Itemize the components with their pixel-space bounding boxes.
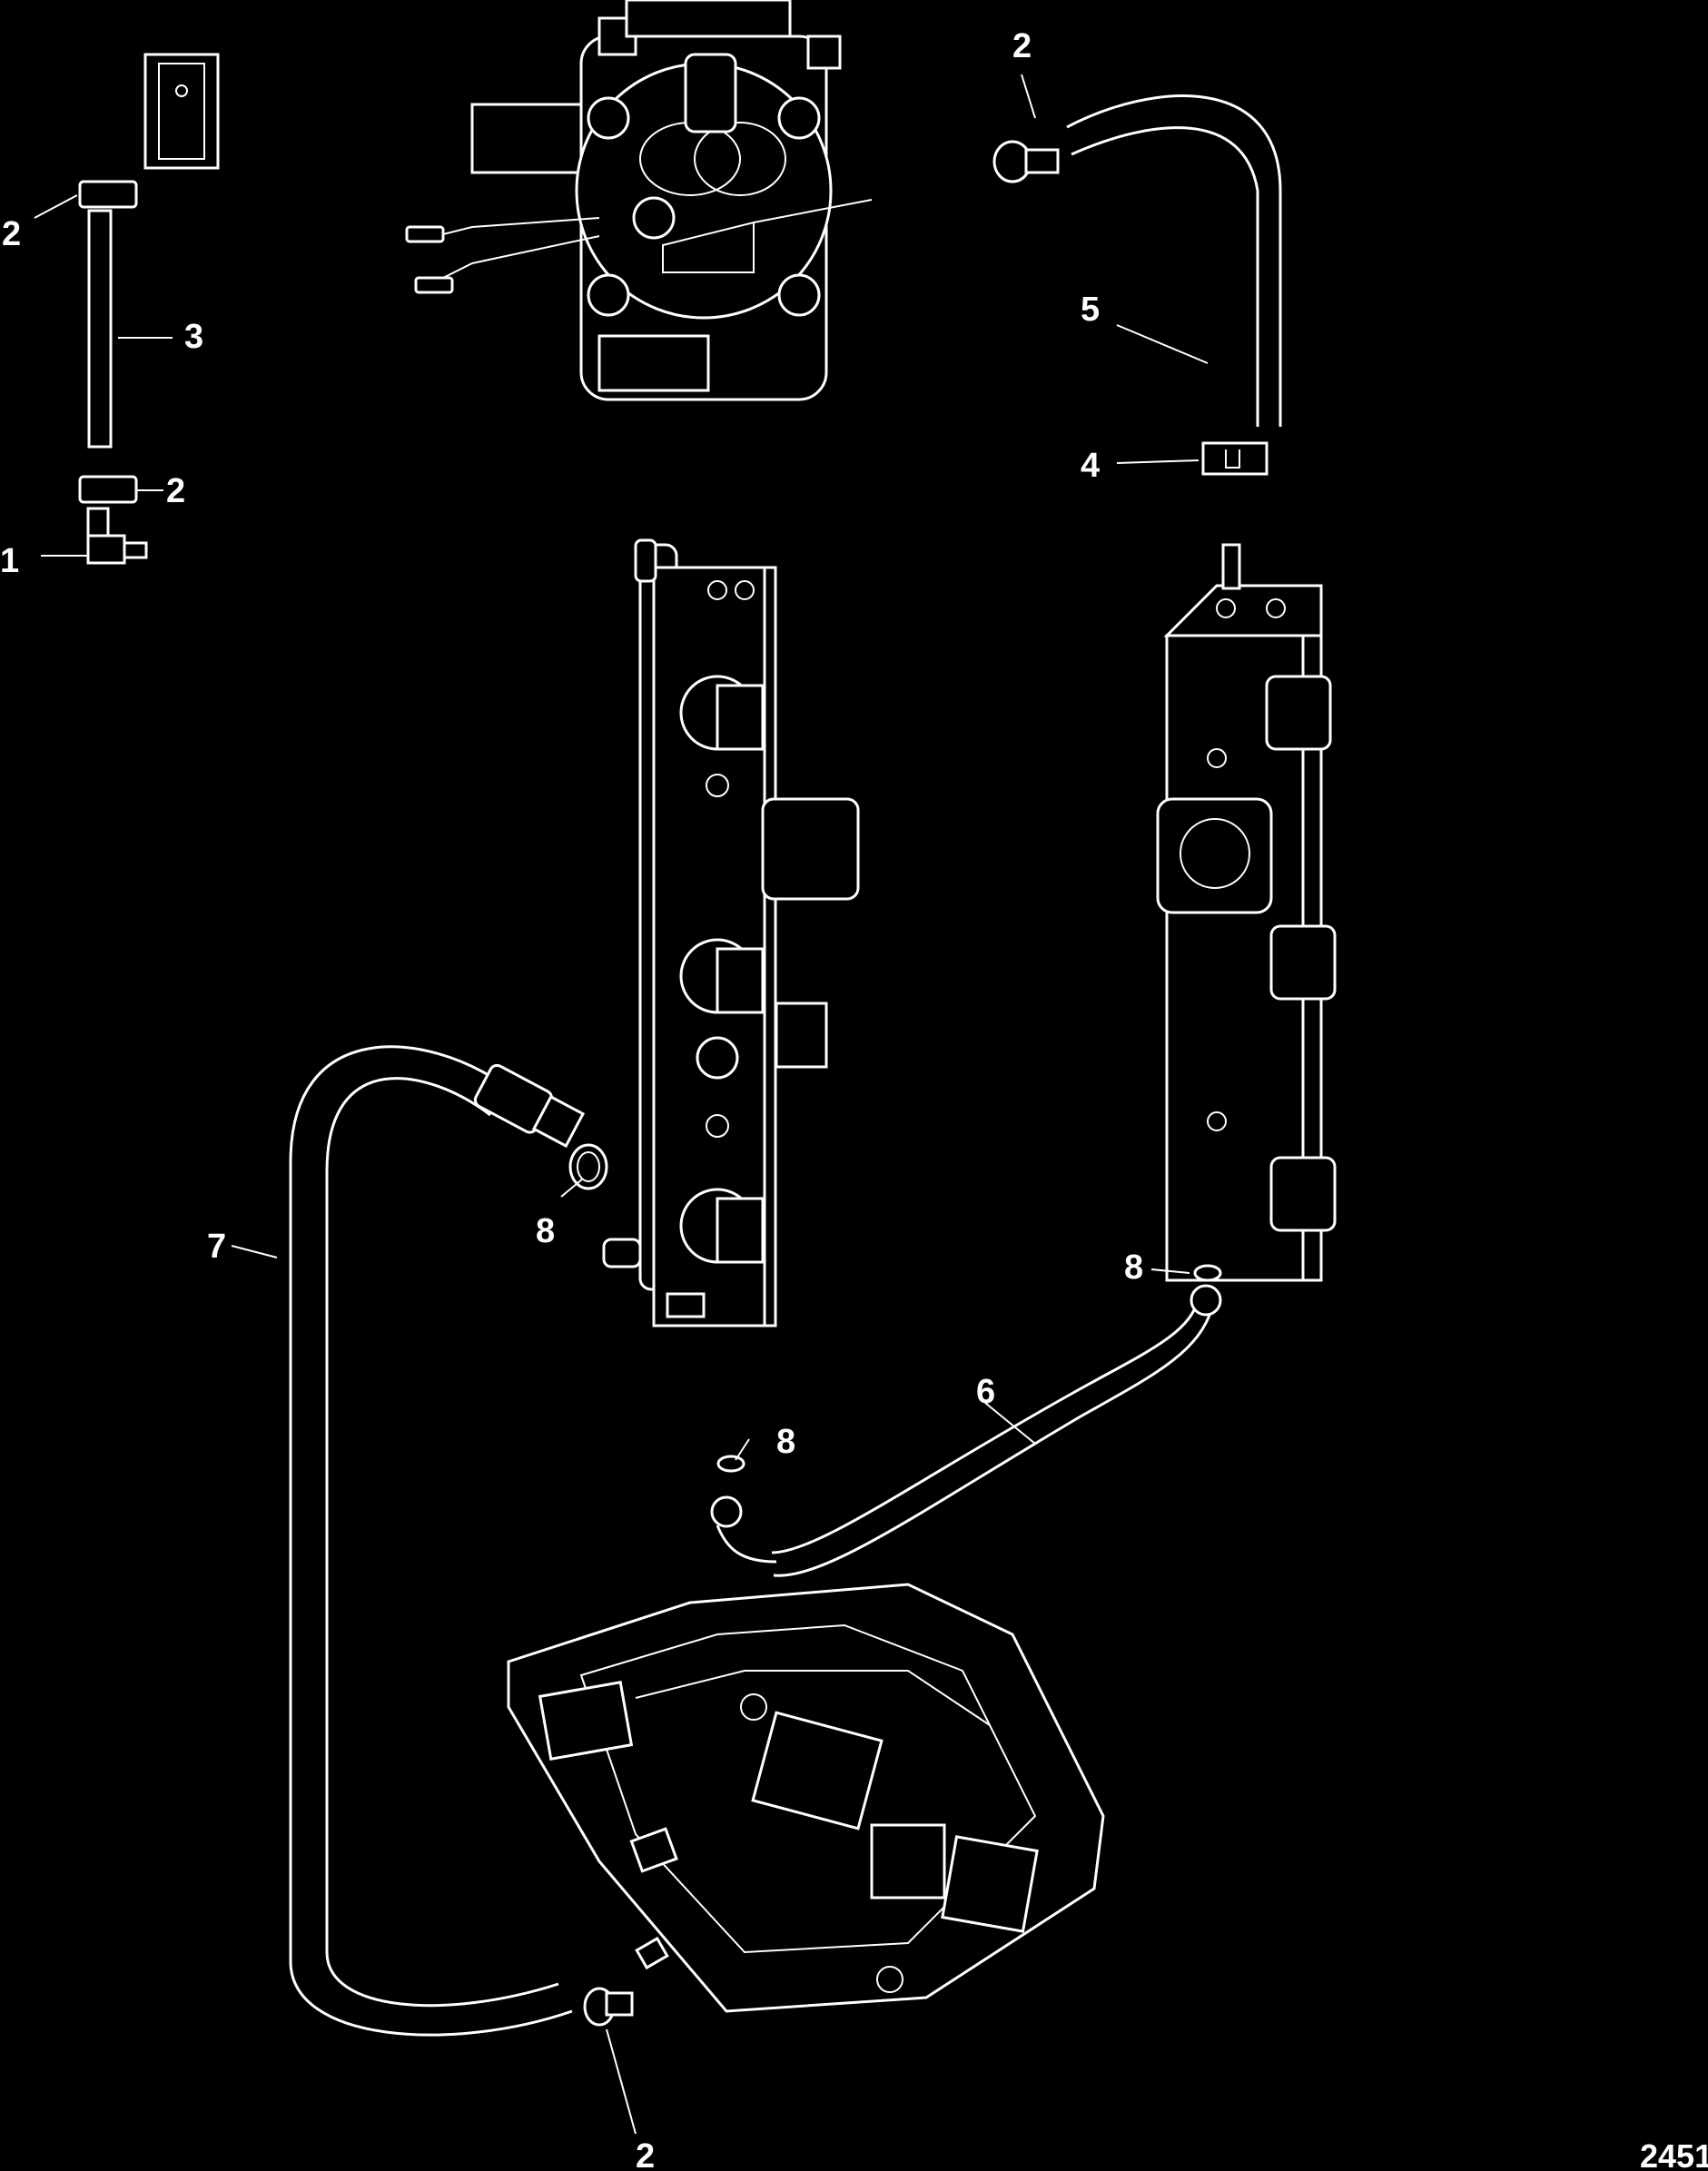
callout-3: 3 [184, 318, 203, 356]
hose-item-6 [710, 1264, 1222, 1577]
callout-8-right: 8 [1124, 1248, 1143, 1287]
inset-fitting-detail [143, 53, 220, 170]
callout-2-bottom: 2 [636, 2137, 655, 2171]
fuel-rail-left [602, 538, 860, 1327]
hose-item-7 [289, 1045, 608, 2037]
callout-2-top-left: 2 [2, 215, 21, 253]
callout-6: 6 [976, 1373, 995, 1411]
callout-1: 1 [0, 542, 19, 580]
callout-5: 5 [1081, 291, 1100, 329]
leader-lines [34, 74, 1209, 2135]
callout-2-top-right: 2 [1012, 27, 1032, 65]
adapter-plate [507, 1583, 1105, 2027]
hose-assembly-top-right [992, 94, 1282, 476]
callout-8-left: 8 [536, 1212, 555, 1250]
callout-8-center: 8 [776, 1423, 795, 1461]
tube-assembly-left [78, 180, 148, 565]
callout-2-left-lower: 2 [166, 472, 185, 510]
fuel-pump-assembly [405, 0, 873, 401]
callout-labels: 1 2 2 2 2 3 4 5 6 7 8 8 8 [0, 27, 1143, 2171]
figure-id: 2451 [1640, 2137, 1708, 2171]
callout-7: 7 [207, 1228, 226, 1266]
fuel-rail-right [1156, 543, 1337, 1282]
callout-4: 4 [1081, 447, 1100, 485]
